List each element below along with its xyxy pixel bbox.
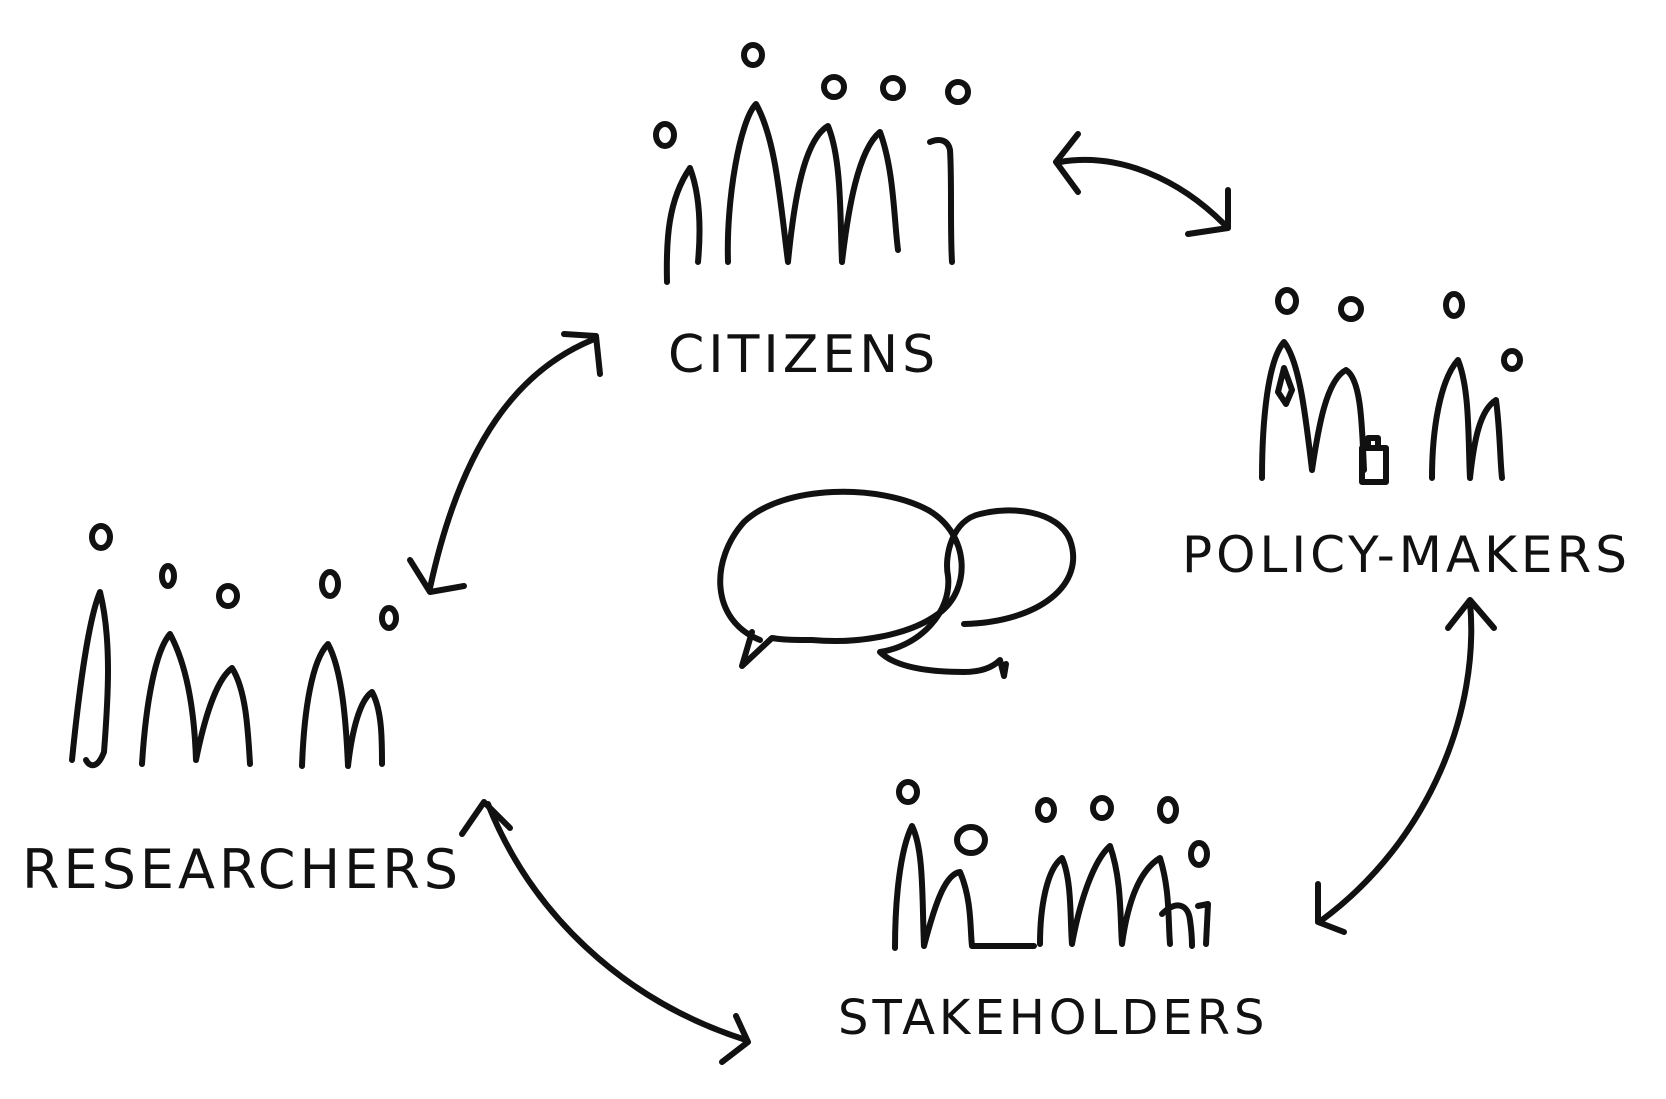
citizens-figures-icon	[653, 42, 971, 285]
stakeholders-group: STAKEHOLDERS	[838, 779, 1268, 1046]
policy-makers-group: POLICY-MAKERS	[1182, 287, 1631, 584]
arrow-policy-makers-stakeholders	[1315, 597, 1497, 935]
stakeholders-label: STAKEHOLDERS	[838, 990, 1268, 1046]
citizens-group: CITIZENS	[653, 42, 971, 385]
arrow-citizens-researchers	[407, 331, 603, 595]
speech-bubbles-icon	[717, 488, 1077, 679]
arrow-citizens-policy-makers	[1053, 131, 1231, 237]
researchers-group: RESEARCHERS	[22, 523, 462, 901]
researchers-figures-icon	[69, 523, 399, 769]
policy-makers-figures-icon	[1259, 287, 1523, 485]
citizens-label: CITIZENS	[668, 325, 939, 385]
arrow-researchers-stakeholders	[459, 799, 751, 1065]
researchers-label: RESEARCHERS	[22, 838, 462, 901]
stakeholders-figures-icon	[892, 779, 1211, 951]
policy-makers-label: POLICY-MAKERS	[1182, 526, 1631, 584]
